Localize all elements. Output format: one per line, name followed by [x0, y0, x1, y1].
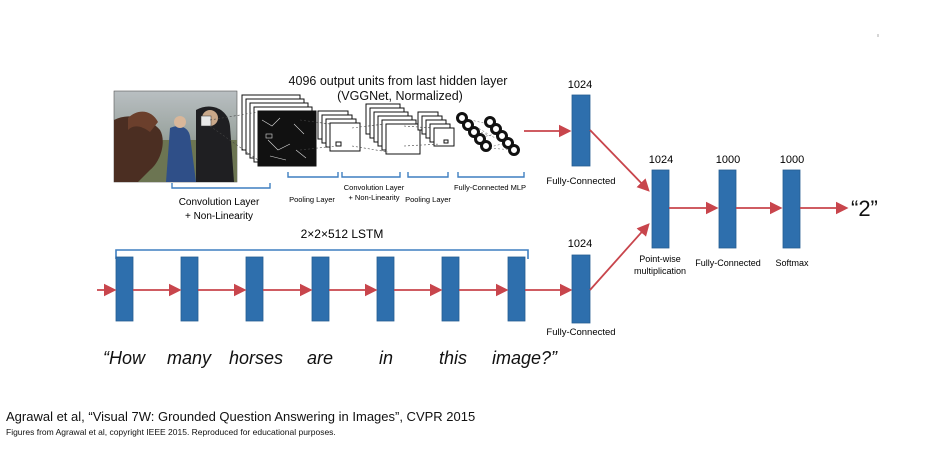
fc-arrows	[524, 124, 849, 291]
question-word: many	[167, 348, 212, 368]
fc-blocks	[571, 94, 801, 324]
dashed-connections	[209, 111, 441, 161]
fc-question-label: Fully-Connected	[546, 327, 615, 338]
lstm-cell	[245, 256, 264, 322]
lstm-bracket	[115, 249, 529, 259]
cnn-title-line2: (VGGNet, Normalized)	[337, 89, 463, 103]
fc2-block	[718, 169, 737, 249]
mlp-neurons	[456, 112, 520, 156]
fc2-label: Fully-Connected	[695, 258, 761, 268]
question-word: “How	[103, 348, 146, 368]
citation-main: Agrawal et al, “Visual 7W: Grounded Ques…	[6, 409, 476, 424]
lstm-cell	[115, 256, 134, 322]
input-photo	[113, 90, 238, 183]
lstm-cell	[441, 256, 460, 322]
fc2-size: 1000	[716, 154, 740, 166]
question-word: are	[307, 348, 333, 368]
lstm-cell	[311, 256, 330, 322]
pool-stack-1	[317, 110, 361, 152]
pointwise-block	[651, 169, 670, 249]
lstm-cell	[507, 256, 526, 322]
lstm-cell	[376, 256, 395, 322]
pointwise-label-line2: multiplication	[634, 266, 686, 276]
citation-note: Figures from Agrawal et al, copyright IE…	[6, 427, 336, 437]
pointwise-label-line1: Point-wise	[639, 254, 681, 264]
question-word: horses	[229, 348, 283, 368]
pooling-layer-1-label: Pooling Layer	[289, 195, 335, 204]
cnn-brackets	[171, 172, 525, 189]
question-word: in	[379, 348, 393, 368]
cnn-title-line1: 4096 output units from last hidden layer	[289, 74, 508, 88]
question-word: this	[439, 348, 467, 368]
softmax-block	[782, 169, 801, 249]
question-word: image?”	[492, 348, 558, 368]
answer-output: “2”	[851, 196, 878, 221]
pointwise-size: 1024	[649, 154, 673, 166]
conv-stack-2	[365, 103, 421, 155]
fc-image-block	[571, 94, 591, 167]
lstm-cell	[180, 256, 199, 322]
lstm-cells	[115, 256, 526, 322]
conv-small-label-line2: + Non-Linearity	[348, 193, 399, 202]
fc-image-label: Fully-Connected	[546, 176, 615, 187]
softmax-size: 1000	[780, 154, 804, 166]
fc-image-size: 1024	[568, 79, 592, 91]
pooling-layer-2-label: Pooling Layer	[405, 195, 451, 204]
pool-stack-2	[417, 111, 455, 147]
question-words: “How many horses are in this image?”	[103, 348, 558, 368]
conv-stack-1	[241, 94, 317, 167]
fc-mlp-label: Fully-Connected MLP	[454, 183, 526, 192]
feature-map-texture	[261, 117, 307, 161]
fc-question-block	[571, 254, 591, 324]
softmax-label: Softmax	[775, 258, 809, 268]
lstm-label: 2×2×512 LSTM	[301, 227, 384, 241]
conv-layer-label-line2: + Non-Linearity	[185, 211, 253, 222]
conv-small-label-line1: Convolution Layer	[344, 183, 405, 192]
conv-layer-label-line1: Convolution Layer	[179, 197, 260, 208]
fc-question-size: 1024	[568, 238, 592, 250]
